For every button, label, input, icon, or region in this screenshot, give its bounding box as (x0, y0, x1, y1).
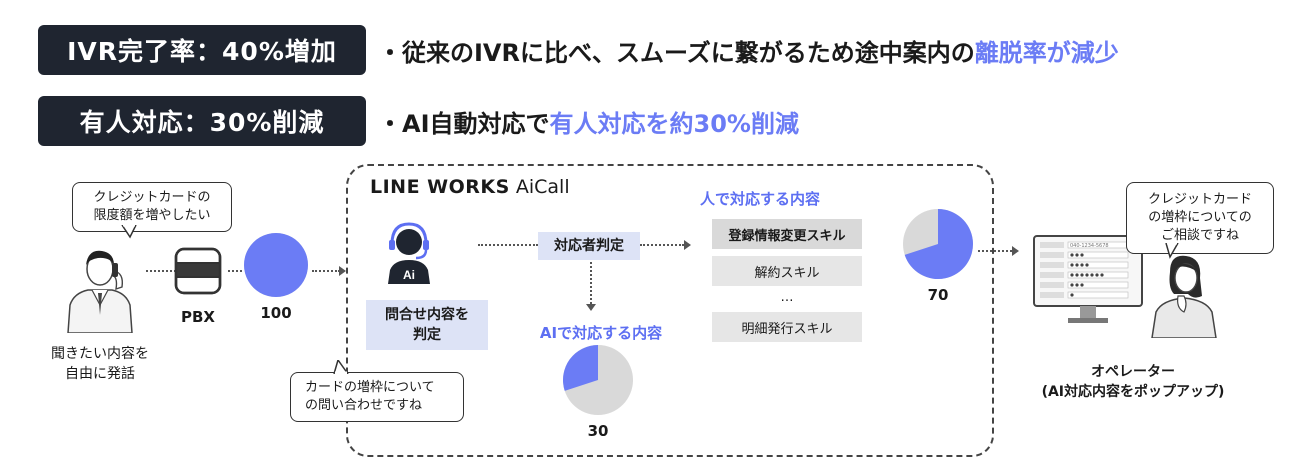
caller-person-icon (67, 250, 133, 333)
human-handling-badge: 有人対応：30%削減 (38, 96, 366, 146)
caller-caption-line2: 自由に発話 (65, 366, 135, 382)
pbx-database-icon (174, 247, 222, 295)
human-headline-highlight: 有人対応を約30%削減 (549, 110, 799, 138)
human-handled-title: 人で対応する内容 (700, 190, 821, 208)
flow-to-operator-arrowhead (1012, 246, 1019, 256)
operator-screen-value: 040-1234-5678 (1070, 243, 1109, 249)
skill-item: 登録情報変更スキル (712, 219, 862, 249)
operator-bubble-tail (1165, 243, 1179, 259)
human-pie-slice (904, 209, 973, 279)
human-handled-value: 70 (927, 286, 949, 304)
operator-bubble-line1: クレジットカード (1147, 192, 1252, 207)
flow-pie-to-aicall-arrowhead (339, 266, 346, 276)
ai-bubble-tail (333, 360, 349, 374)
flow-pbx-to-pie (228, 270, 242, 272)
flow-responder-to-human (640, 244, 684, 246)
responder-judgement-chip: 対応者判定 (538, 232, 640, 260)
flow-responder-to-human-arrowhead (684, 240, 691, 250)
human-headline: ・AI自動対応で有人対応を約30%削減 (378, 104, 799, 139)
ai-handled-title: AIで対応する内容 (539, 324, 663, 342)
caller-caption-line1: 聞きたい内容を (51, 346, 149, 362)
ai-operator-icon: Ai (388, 222, 430, 284)
caller-bubble-line1: クレジットカードの (93, 190, 211, 205)
operator-speech-bubble: クレジットカード の増枠についての ご相談ですね (1126, 182, 1274, 254)
ai-bubble-line1: カードの増枠について (305, 380, 435, 395)
inbound-volume-pie (243, 233, 308, 297)
aicall-brand-light: AiCall (509, 176, 570, 198)
ai-handled-pie (563, 345, 633, 415)
ivr-completion-badge: IVR完了率：40%増加 (38, 25, 366, 75)
caller-speech-bubble: クレジットカードの 限度額を増やしたい (72, 182, 232, 232)
ivr-headline-text: ・従来のIVRに比べ、スムーズに繋がるため途中案内の (378, 39, 975, 67)
flow-responder-to-ai-handled (590, 262, 592, 304)
operator-bubble-line2: の増枠についての (1148, 210, 1252, 225)
inquiry-judgement-line2: 判定 (413, 327, 441, 343)
ivr-headline: ・従来のIVRに比べ、スムーズに繋がるため途中案内の離脱率が減少 (378, 33, 1119, 68)
skill-item: 明細発行スキル (712, 312, 862, 342)
ai-speech-bubble: カードの増枠について の問い合わせですね (290, 372, 464, 422)
ai-bubble-line2: の問い合わせですね (305, 398, 423, 413)
pbx-label: PBX (181, 308, 215, 326)
ai-icon-label: Ai (403, 268, 415, 282)
caller-caption: 聞きたい内容を 自由に発話 (40, 344, 160, 384)
ivr-headline-highlight: 離脱率が減少 (974, 39, 1119, 67)
caller-bubble-tail (121, 225, 137, 239)
inbound-volume-label: 100 (260, 304, 292, 322)
operator-caption: オペレーター (AI対応内容をポップアップ) (1028, 362, 1238, 402)
caller-bubble-line2: 限度額を増やしたい (93, 208, 211, 223)
ai-pie-slice (563, 345, 598, 391)
inquiry-judgement-chip: 問合せ内容を 判定 (366, 300, 488, 350)
flow-to-operator (978, 250, 1012, 252)
operator-bubble-line3: ご相談ですね (1160, 228, 1239, 243)
skill-item: 解約スキル (712, 256, 862, 286)
aicall-brand-bold: LINE WORKS (370, 176, 510, 198)
operator-caption-line1: オペレーター (1091, 364, 1175, 380)
aicall-container (346, 164, 994, 457)
skill-item: … (780, 289, 794, 305)
human-headline-text: ・AI自動対応で (378, 110, 550, 138)
aicall-brand: LINE WORKS AiCall (370, 176, 570, 198)
operator-caption-line2: (AI対応内容をポップアップ) (1041, 384, 1225, 400)
operator-person-icon (1151, 255, 1217, 338)
flow-ai-to-responder (478, 244, 538, 246)
operator-monitor-icon: 040-1234-5678 (1033, 235, 1143, 323)
inquiry-judgement-line1: 問合せ内容を (385, 307, 469, 323)
flow-down-arrowhead (586, 304, 596, 311)
flow-caller-to-pbx (146, 270, 176, 272)
flow-pie-to-aicall (312, 270, 340, 272)
human-handled-pie (903, 209, 973, 279)
inbound-pie-slice (243, 233, 308, 297)
ai-handled-value: 30 (587, 422, 609, 440)
